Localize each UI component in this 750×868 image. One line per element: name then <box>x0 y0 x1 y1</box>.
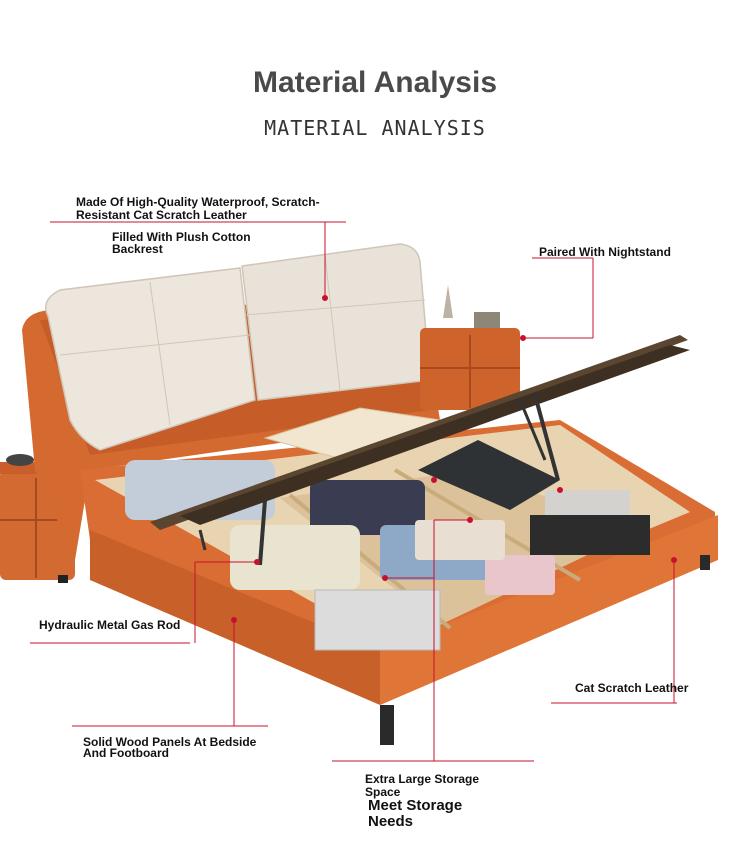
needs-callout-line1: Meet Storage <box>368 797 463 814</box>
needs-callout-line2: Needs <box>368 813 414 830</box>
lifted-platform <box>150 335 690 566</box>
right-nightstand <box>420 285 520 410</box>
callout-lines <box>30 221 677 762</box>
leather-callout: Made Of High-Quality Waterproof, Scratch… <box>76 195 320 222</box>
page-subtitle: MATERIAL ANALYSIS <box>264 116 486 140</box>
storage-callout-line1: Extra Large Storage <box>365 772 480 786</box>
nightstand-callout: Paired With Nightstand <box>539 245 671 259</box>
storage-callout-line2: Space <box>365 785 401 799</box>
panels-callout-line2: And Footboard <box>83 746 169 760</box>
page-title: Material Analysis <box>253 66 497 99</box>
cat-leather-callout: Cat Scratch Leather <box>575 681 689 695</box>
backrest-callout-line1: Filled With Plush Cotton <box>112 230 251 244</box>
gas-rod-callout: Hydraulic Metal Gas Rod <box>39 618 181 632</box>
panels-callout-line1: Solid Wood Panels At Bedside <box>83 735 257 749</box>
backrest-cushion <box>45 243 431 451</box>
backrest-callout-line2: Backrest <box>112 242 163 256</box>
